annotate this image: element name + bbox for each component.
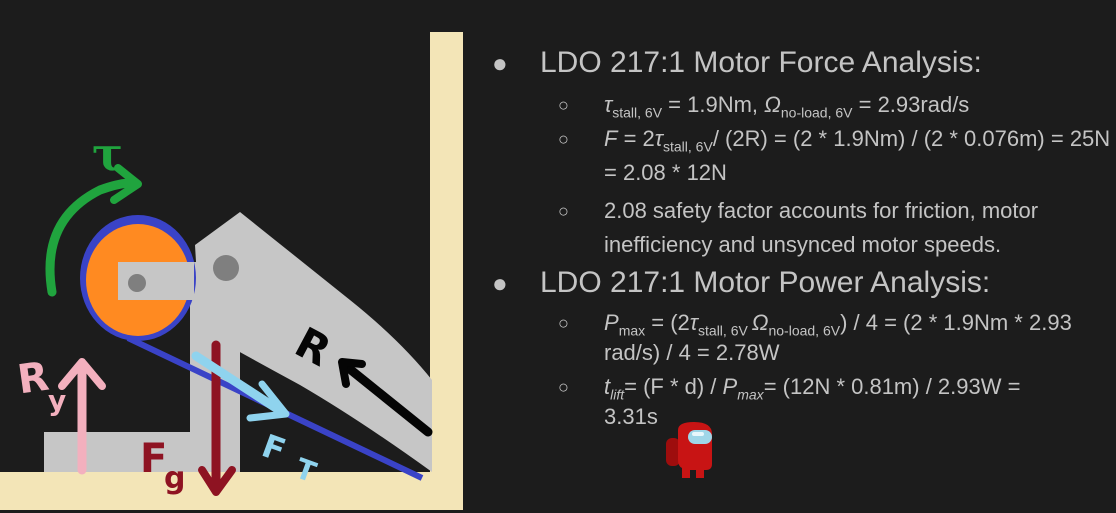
power-symbol: P <box>604 310 619 335</box>
force-item-safety: ○ 2.08 safety factor accounts for fricti… <box>488 194 1116 262</box>
force-symbol: F <box>604 126 618 151</box>
force-item-specs: ○ τstall, 6V = 1.9Nm, Ωno-load, 6V = 2.9… <box>488 88 1116 122</box>
force-analysis-title: LDO 217:1 Motor Force Analysis: <box>540 46 982 79</box>
torque-label: τ <box>92 127 123 181</box>
pivot <box>213 255 239 281</box>
bullet-dot: ● <box>492 48 508 78</box>
power-subscript: max <box>618 322 646 339</box>
tau-symbol: τ <box>689 310 699 335</box>
force-item-equation: ○ F = 2τstall, 6V/ (2R) = (2 * 1.9Nm) / … <box>488 122 1116 190</box>
bullet-force-analysis: ● LDO 217:1 Motor Force Analysis: <box>488 44 1116 82</box>
tension-label: F <box>257 427 291 470</box>
force-eq-part2: / (2R) = (2 * 1.9Nm) / (2 * 0.076m) = 25… <box>604 126 1111 185</box>
omega-subscript: no-load, 6V <box>780 104 853 121</box>
sub-bullet-ring: ○ <box>558 313 569 333</box>
tau-symbol: τ <box>604 92 613 117</box>
reaction-y-label: R <box>15 354 52 404</box>
gravity-label: F <box>140 436 167 482</box>
time-subscript: lift <box>610 386 625 403</box>
reaction-y-arrowhead <box>58 358 106 390</box>
tau-subscript: stall, 6V <box>663 138 713 155</box>
bullet-power-analysis: ● LDO 217:1 Motor Power Analysis: <box>488 264 1116 302</box>
omega-subscript: no-load, 6V <box>768 322 841 339</box>
power-eq-part1: = (2 <box>645 310 690 335</box>
power-eq-part2: ) / 4 = (2 * 1.9Nm * 2.93 rad/s) / 4 = 2… <box>604 310 1072 365</box>
base-block <box>44 432 240 472</box>
tension-arrowhead <box>246 380 290 422</box>
power-symbol: P <box>722 374 738 399</box>
power-subscript: max <box>737 386 764 403</box>
gravity-subscript: g <box>164 461 185 496</box>
omega-symbol: Ω <box>751 310 769 335</box>
torque-arc <box>45 178 140 297</box>
sub-bullet-ring: ○ <box>558 95 569 115</box>
power-item-pmax: ○ Pmax = (2τstall, 6V Ωno-load, 6V) / 4 … <box>488 308 1116 368</box>
wall <box>430 32 463 507</box>
ramp <box>195 212 432 472</box>
reaction-arrow <box>341 361 433 437</box>
sub-bullet-ring: ○ <box>558 129 569 149</box>
crewmate-icon <box>666 422 712 478</box>
axle <box>128 274 146 292</box>
analysis-notes: ● LDO 217:1 Motor Force Analysis: ○ τsta… <box>488 44 1116 432</box>
power-item-tlift: ○ tlift= (F * d) / Pmax= (12N * 0.81m) /… <box>488 372 1116 432</box>
tlift-eq-part2: = (12N * 0.81m) / 2.93W = 3.31s <box>604 374 1021 429</box>
free-body-diagram: τ R y F g F T R <box>0 32 463 510</box>
gravity-arrowhead <box>198 466 236 496</box>
omega-symbol: Ω <box>764 92 781 117</box>
tension-arrow <box>191 351 287 417</box>
bullet-dot: ● <box>492 268 508 298</box>
safety-factor-text: 2.08 safety factor accounts for friction… <box>604 198 1039 257</box>
torque-arrowhead <box>110 164 142 204</box>
force-eq-part1: = 2 <box>617 126 655 151</box>
sub-bullet-ring: ○ <box>558 201 569 221</box>
reaction-y-subscript: y <box>48 384 66 417</box>
time-symbol: t <box>604 374 611 399</box>
stall-torque-value: = 1.9Nm, <box>662 92 765 117</box>
reaction-arrowhead <box>338 358 366 388</box>
tlift-eq-part1: = (F * d) / <box>624 374 723 399</box>
no-load-speed-value: = 2.93rad/s <box>852 92 970 117</box>
sub-bullet-ring: ○ <box>558 377 569 397</box>
power-analysis-title: LDO 217:1 Motor Power Analysis: <box>540 266 991 299</box>
floor <box>0 472 463 510</box>
tau-subscript: stall, 6V <box>612 104 663 121</box>
tau-subscript: stall, 6V <box>698 322 752 339</box>
tau-symbol: τ <box>654 126 663 151</box>
